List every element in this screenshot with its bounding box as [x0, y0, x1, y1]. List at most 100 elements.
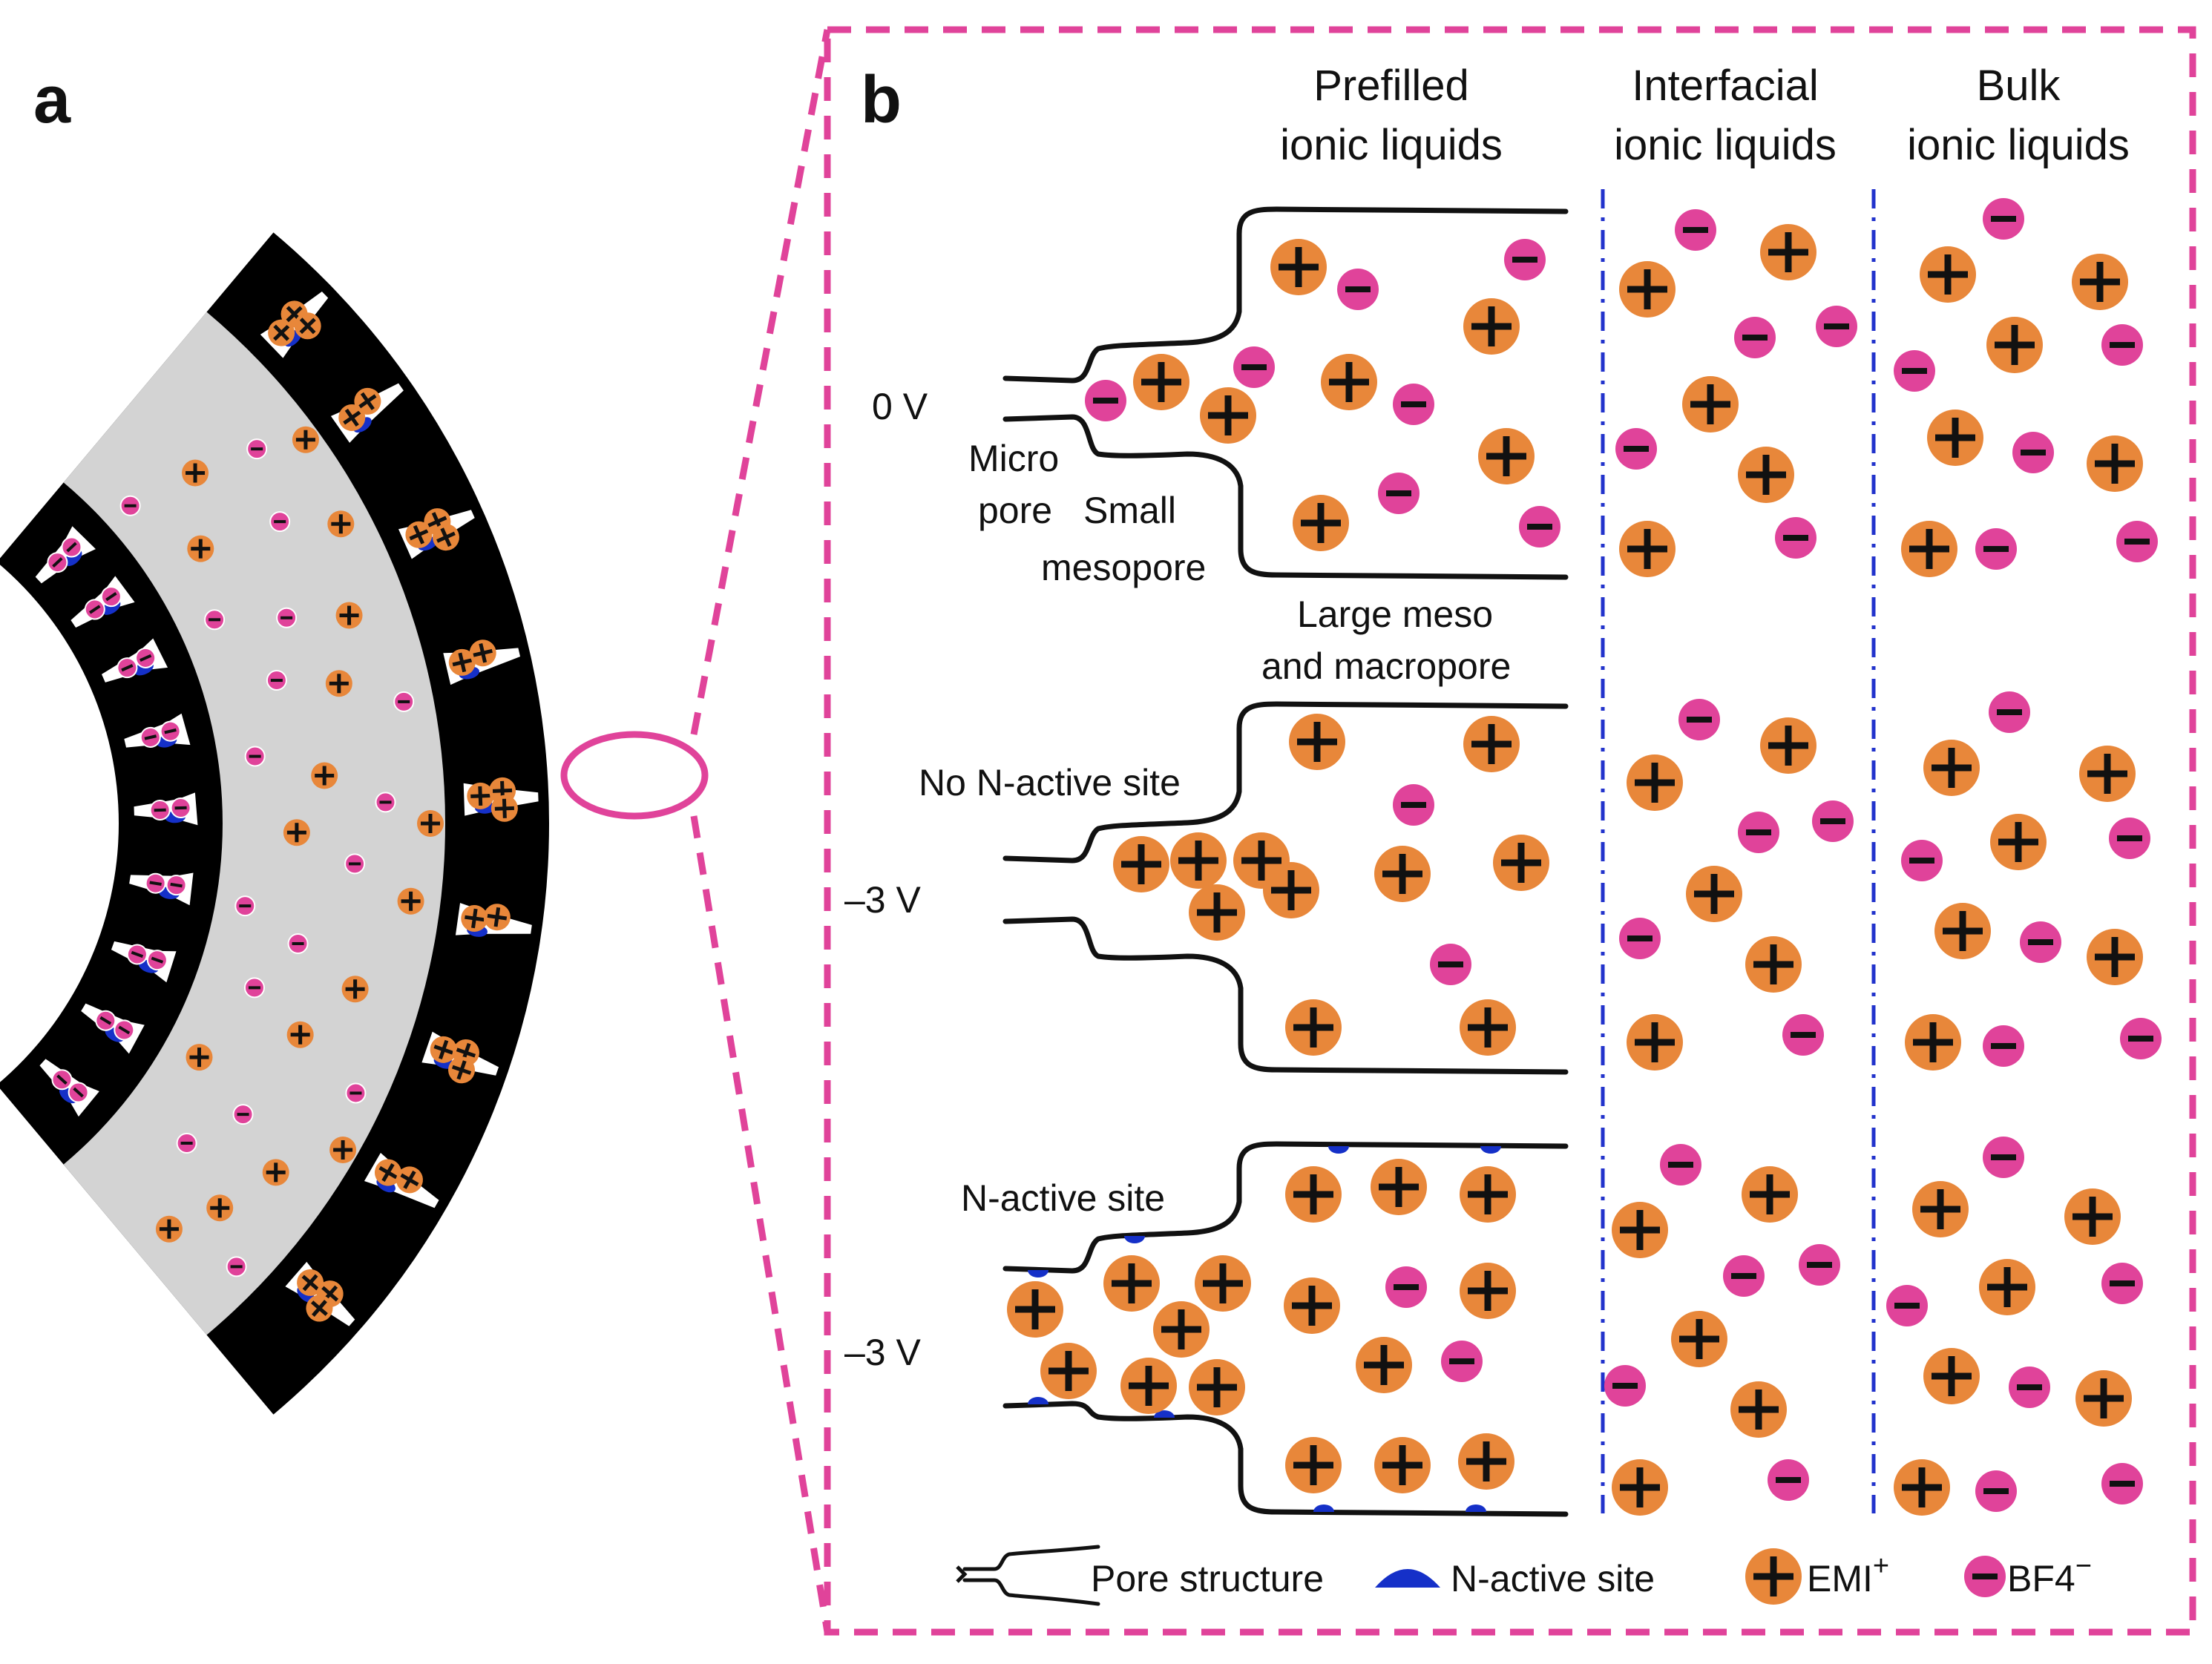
emi-cation	[1671, 1311, 1727, 1367]
panel-b-ions	[1007, 198, 2162, 1516]
header-interfacial-2: ionic liquids	[1614, 121, 1837, 169]
inner-pore-site	[129, 871, 194, 906]
zoom-line-bottom	[690, 815, 831, 1633]
header-prefilled-2: ionic liquids	[1280, 121, 1503, 169]
bf4-anion	[1723, 1255, 1765, 1297]
emi-cation	[1901, 521, 1957, 577]
emi-cation	[1923, 1348, 1980, 1404]
outer-pore-site	[260, 291, 329, 358]
bf4-anion	[1734, 317, 1776, 358]
bf4-anion	[2101, 1263, 2143, 1304]
bf4-anion	[1775, 517, 1816, 559]
anion-ion	[234, 895, 256, 917]
emi-cation	[1934, 903, 1991, 959]
anion-ion	[266, 670, 287, 691]
cation-ion	[187, 535, 214, 562]
anion-ion	[176, 1132, 197, 1154]
zoom-line-top	[690, 29, 831, 735]
anion-ion	[232, 1104, 254, 1125]
outer-pore-site	[455, 901, 532, 937]
emi-cation	[1912, 1181, 1969, 1237]
electrolyte-layer	[63, 312, 445, 1335]
emi-cation	[1356, 1337, 1412, 1393]
emi-cation	[1040, 1343, 1097, 1399]
emi-cation	[1730, 1381, 1787, 1438]
anion-ion	[246, 438, 268, 460]
legend-anion-text: BF4	[2007, 1558, 2075, 1599]
cation-ion	[327, 510, 355, 538]
bf4-anion	[2109, 818, 2150, 859]
cation-ion	[283, 819, 310, 846]
inner-pore-site	[101, 638, 168, 683]
cation-ion	[286, 1021, 314, 1048]
bf4-anion	[2116, 521, 2158, 562]
bf4-anion	[1393, 784, 1434, 826]
bf4-anion	[1975, 1470, 2017, 1512]
bf4-anion	[1385, 1266, 1427, 1308]
bf4-anion	[1519, 506, 1560, 547]
emi-cation	[1619, 521, 1676, 577]
bf4-anion	[1816, 306, 1857, 347]
emi-cation	[1195, 1255, 1251, 1312]
emi-cation	[1285, 999, 1342, 1056]
annot-micro: Micro	[968, 438, 1059, 479]
bf4-anion	[1378, 473, 1420, 514]
emi-cation	[1478, 428, 1535, 484]
legend-anion-label: BF4−	[2007, 1550, 2092, 1599]
cation-ion	[186, 1044, 213, 1071]
cation-ion	[262, 1159, 289, 1186]
emi-cation	[1463, 716, 1520, 772]
anion-ion	[393, 691, 415, 712]
legend-n-active-label: N-active site	[1451, 1558, 1655, 1599]
emi-cation	[1742, 1166, 1798, 1223]
bf4-anion	[2020, 921, 2061, 963]
cation-ion	[417, 810, 444, 837]
emi-cation	[1760, 224, 1816, 280]
legend-pore-structure-label: Pore structure	[1091, 1558, 1324, 1599]
emi-cation	[1285, 1166, 1342, 1223]
bf4-anion	[2012, 432, 2054, 473]
emi-cation	[1113, 836, 1169, 892]
emi-cation	[1979, 1259, 2035, 1315]
pore-outline-row3	[1002, 1141, 1569, 1517]
row1-voltage-label: 0 V	[872, 386, 928, 427]
emi-cation	[2064, 1188, 2121, 1245]
header-bulk-1: Bulk	[1977, 62, 2061, 110]
legend-anion-icon	[1964, 1556, 2006, 1597]
emi-cation	[1760, 717, 1816, 774]
emi-cation	[1682, 376, 1739, 433]
emi-cation	[2072, 254, 2128, 310]
bf4-anion	[1894, 350, 1935, 392]
bf4-anion	[1441, 1341, 1483, 1382]
cation-ion	[397, 887, 424, 915]
cation-ion	[292, 426, 319, 453]
pore-outline-row1	[1002, 206, 1569, 580]
emi-cation	[1285, 1437, 1342, 1493]
emi-cation	[1612, 1202, 1668, 1258]
emi-cation	[1103, 1255, 1160, 1312]
row3-voltage-label: –3 V	[844, 1332, 922, 1373]
annot-no-n-active: No N-active site	[919, 762, 1181, 803]
annot-and-macropore: and macropore	[1261, 645, 1511, 687]
anion-ion	[226, 1256, 247, 1277]
bf4-anion	[1619, 918, 1661, 959]
bf4-anion	[1678, 699, 1720, 740]
emi-cation	[1463, 298, 1520, 355]
bf4-anion	[1615, 428, 1657, 470]
emi-cation	[1458, 1433, 1514, 1490]
bf4-anion	[1660, 1144, 1701, 1185]
legend-cation-sup: +	[1873, 1550, 1889, 1582]
emi-cation	[1133, 354, 1189, 410]
row2-voltage-label: –3 V	[844, 879, 922, 921]
emi-cation	[1920, 246, 1976, 303]
legend-anion-sup: −	[2075, 1550, 2092, 1582]
anion-ion	[269, 511, 291, 533]
bf4-anion	[1768, 1459, 1809, 1501]
bf4-anion	[1233, 346, 1275, 388]
anion-ion	[204, 609, 226, 631]
bf4-anion	[1901, 840, 1943, 881]
legend-cation-icon	[1745, 1548, 1802, 1605]
legend-pore-structure-icon	[956, 1545, 1100, 1606]
bf4-anion	[1812, 800, 1854, 842]
